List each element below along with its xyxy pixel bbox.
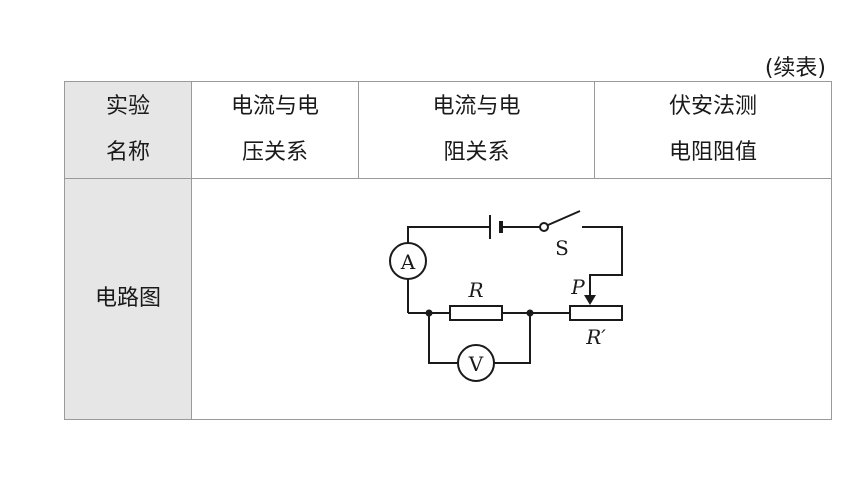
column-1-line-2: 压关系 [241,140,308,165]
label-line-2: 名称 [105,140,150,165]
label-line-1: 实验 [105,94,150,119]
experiment-table: 实验 名称 电流与电 压关系 电流与电 阻关系 伏安法测 电阻阻值 电路图 [64,81,832,420]
wire-voltmeter-right [493,313,531,364]
wire-top-left [406,226,490,243]
circuit-diagram: A V S R P R′ [388,210,623,382]
slider-arrow-icon [583,295,596,305]
ammeter-icon [388,242,427,280]
ammeter-label: A [399,250,415,274]
switch-blade [547,210,580,226]
experiment-name-label-cell: 实验 名称 [64,81,192,179]
circuit-row: 电路图 [64,178,832,420]
switch-contact [538,222,549,232]
column-current-resistance: 电流与电 阻关系 [358,81,595,179]
slider-label: P [570,275,585,299]
column-3-line-1: 伏安法测 [668,94,757,119]
column-3-line-2: 电阻阻值 [668,140,757,165]
junction-left [425,309,432,317]
voltmeter-icon [456,344,495,382]
resistor-r [448,305,503,321]
junction-right [526,309,533,317]
column-current-voltage: 电流与电 压关系 [191,81,359,179]
header-row: 实验 名称 电流与电 压关系 电流与电 阻关系 伏安法测 电阻阻值 [64,81,832,179]
switch-label: S [555,236,569,260]
column-2-line-1: 电流与电 [432,94,521,119]
voltmeter-label: V [467,352,483,376]
rheostat-body [568,305,623,321]
column-voltammetry: 伏安法测 电阻阻值 [594,81,832,179]
circuit-diagram-label-cell: 电路图 [64,178,192,420]
continued-table-note: (续表) [764,56,826,81]
rheostat-label: R′ [585,325,606,349]
circuit-diagram-cell: A V S R P R′ [191,178,832,420]
column-2-line-2: 阻关系 [443,140,510,165]
wire-voltmeter-left [427,313,458,364]
column-1-line-1: 电流与电 [230,94,319,119]
wire-right [581,226,623,295]
resistor-label: R [467,278,483,302]
